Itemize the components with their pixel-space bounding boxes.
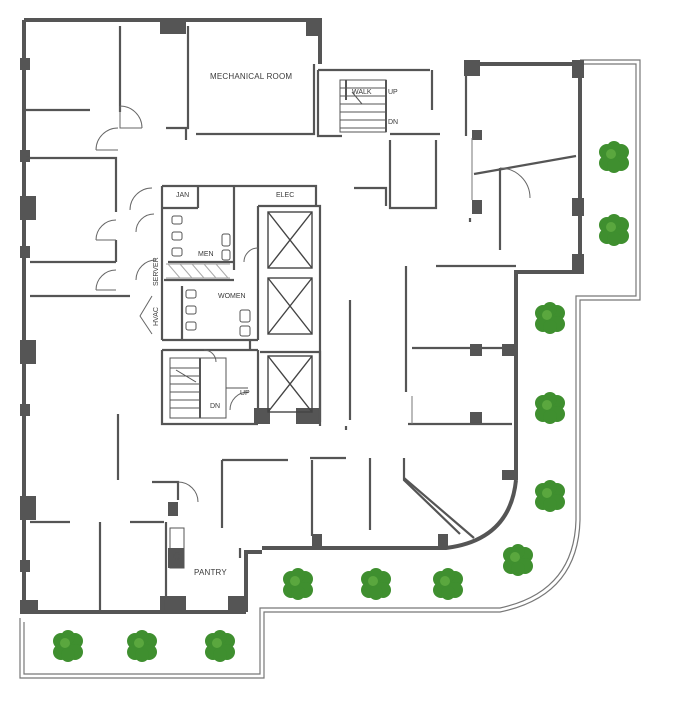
tree-icon bbox=[599, 141, 629, 173]
interior-walls bbox=[24, 26, 577, 610]
label-server: SERVER bbox=[153, 257, 160, 286]
tree-icon bbox=[127, 630, 157, 662]
label-women: WOMEN bbox=[218, 293, 246, 300]
stair-bottom bbox=[169, 357, 248, 419]
label-stair-top-dn: DN bbox=[388, 119, 398, 126]
tree-icon bbox=[361, 568, 391, 600]
pantry-counter bbox=[169, 527, 185, 569]
label-stair-bottom-up: UP bbox=[240, 390, 250, 397]
tree-icon bbox=[53, 630, 83, 662]
label-mechanical-room: MECHANICAL ROOM bbox=[210, 72, 292, 81]
label-elec: ELEC bbox=[276, 192, 294, 199]
label-stair-top-walk: WALK bbox=[352, 89, 372, 96]
label-men: MEN bbox=[198, 251, 214, 258]
room-labels: MECHANICAL ROOM JAN ELEC MEN WOMEN SERVE… bbox=[153, 72, 398, 577]
elevator-3 bbox=[267, 355, 313, 413]
tree-icon bbox=[283, 568, 313, 600]
corridor-lines bbox=[411, 138, 473, 424]
tree-icon bbox=[535, 392, 565, 424]
label-stair-bottom-dn: DN bbox=[210, 403, 220, 410]
tree-icon bbox=[535, 480, 565, 512]
restroom-fixtures bbox=[166, 215, 251, 337]
stair-top bbox=[339, 79, 387, 133]
tree-icon bbox=[433, 568, 463, 600]
label-hvac: HVAC bbox=[153, 307, 160, 326]
tree-icon bbox=[599, 214, 629, 246]
elevator-1 bbox=[267, 211, 313, 269]
label-stair-top-up: UP bbox=[388, 89, 398, 96]
tree-icon bbox=[503, 544, 533, 576]
terrace-boundary bbox=[19, 59, 641, 679]
label-pantry: PANTRY bbox=[194, 568, 227, 577]
trees bbox=[53, 141, 629, 662]
elevators bbox=[267, 211, 313, 413]
door-swings bbox=[95, 105, 531, 503]
tree-icon bbox=[205, 630, 235, 662]
exterior-walls bbox=[22, 18, 582, 614]
label-jan: JAN bbox=[176, 192, 189, 199]
elevator-2 bbox=[267, 277, 313, 335]
tree-icon bbox=[535, 302, 565, 334]
